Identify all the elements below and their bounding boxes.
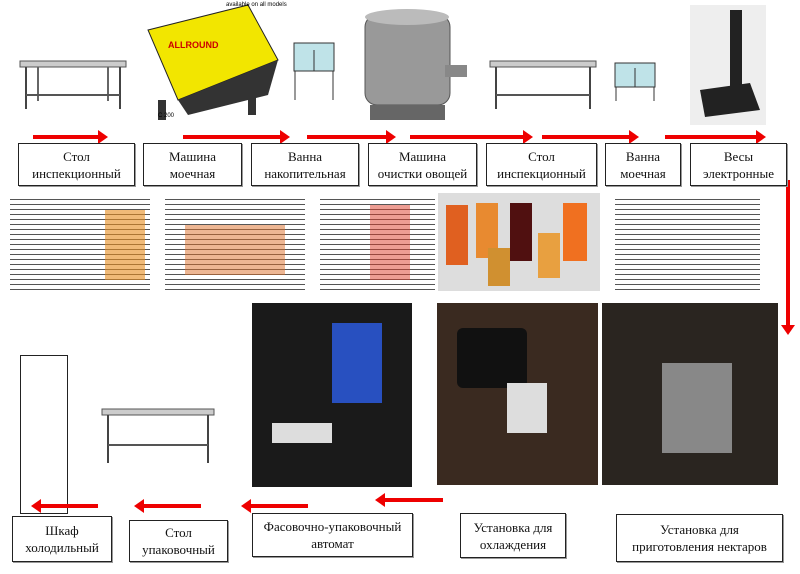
flow-arrow	[31, 499, 98, 513]
step-label: Установка для	[473, 519, 553, 535]
storage-bath-image	[293, 42, 335, 100]
step-label: Стол	[63, 148, 90, 164]
step-label: Весы	[723, 148, 754, 164]
flow-arrow	[134, 499, 201, 513]
step-label: приготовления нектаров	[632, 539, 767, 554]
flow-arrow	[33, 130, 108, 144]
flow-arrow	[241, 499, 308, 513]
step-label: упаковочный	[142, 542, 215, 557]
washing-machine-image: available on all models ALLROUND C 200	[138, 0, 288, 125]
step-label: инспекционный	[497, 165, 586, 181]
flow-arrow	[183, 130, 290, 144]
machine-model-text: C 200	[158, 113, 175, 119]
refrigerator-cabinet-image	[20, 355, 68, 514]
electronic-scales-image	[690, 5, 766, 125]
step-label: очистки овощей	[377, 165, 468, 181]
flow-arrow-down	[781, 180, 795, 335]
flow-arrow	[307, 130, 396, 144]
step-label: Ванна	[287, 148, 323, 164]
product-image	[615, 195, 760, 290]
step-label: моечная	[169, 165, 216, 181]
flow-arrow	[375, 493, 443, 507]
step-label: моечная	[620, 165, 666, 181]
machine-banner-text: available on all models	[226, 2, 287, 8]
step-label: Стол	[165, 525, 192, 540]
step-label: Шкаф	[45, 523, 79, 538]
machine-brand-text: ALLROUND	[168, 40, 219, 50]
step-filling-packaging-machine: Фасовочно-упаковочный автомат	[252, 513, 413, 557]
flow-arrow	[665, 130, 766, 144]
washing-bath-image	[614, 62, 656, 101]
packing-table-image	[101, 408, 215, 463]
product-image	[165, 195, 305, 290]
step-label: охлаждения	[479, 536, 547, 552]
flow-arrow	[542, 130, 639, 144]
step-nectar-preparation-unit: Установка для приготовления нектаров	[616, 514, 783, 562]
step-label: автомат	[311, 536, 354, 551]
inspection-table-image	[19, 60, 127, 109]
step-label: холодильный	[25, 540, 99, 555]
step-packing-table: Стол упаковочный	[129, 520, 228, 562]
step-label: Фасовочно-упаковочный	[263, 519, 402, 534]
step-label: накопительная	[264, 165, 346, 181]
product-image	[320, 195, 435, 290]
juice-glasses-photo	[438, 193, 600, 291]
step-refrigerator-cabinet: Шкаф холодильный	[12, 516, 112, 562]
step-label: Машина	[398, 148, 446, 164]
inspection-table-image-2	[489, 60, 597, 109]
filling-packaging-machine-photo	[252, 303, 412, 487]
flow-arrow	[410, 130, 533, 144]
step-label: Ванна	[625, 148, 661, 164]
nectar-preparation-unit-photo	[602, 303, 778, 485]
step-label: инспекционный	[32, 165, 121, 181]
step-label: Стол	[528, 148, 555, 164]
cooling-unit-photo	[437, 303, 598, 485]
step-label: Установка для	[660, 522, 739, 537]
step-label: Машина	[168, 148, 217, 164]
product-image	[10, 195, 150, 290]
vegetable-peeler-image	[364, 9, 467, 120]
step-label: электронные	[702, 165, 774, 181]
